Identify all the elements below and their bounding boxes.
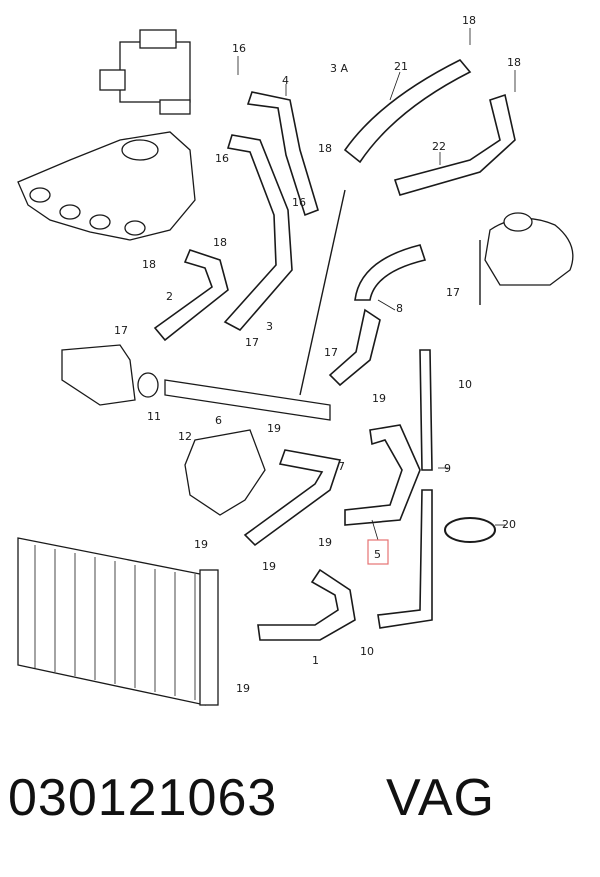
part-number: 030121063 bbox=[8, 769, 278, 827]
callout-5-box: 5 bbox=[374, 548, 381, 561]
callout-18d: 18 bbox=[213, 236, 227, 249]
callout-21: 21 bbox=[394, 60, 408, 73]
callout-16b: 16 bbox=[215, 152, 229, 165]
callout-18c: 18 bbox=[318, 142, 332, 155]
callout-18e: 18 bbox=[142, 258, 156, 271]
callout-19f: 19 bbox=[236, 682, 250, 695]
brand-name: VAG bbox=[386, 769, 495, 827]
water-pump-housing bbox=[184, 429, 266, 516]
callout-16c: 16 bbox=[292, 196, 306, 209]
callout-7: 7 bbox=[338, 460, 345, 473]
callout-19c: 19 bbox=[318, 536, 332, 549]
callout-2: 2 bbox=[166, 290, 173, 303]
callout-17c: 17 bbox=[324, 346, 338, 359]
hose-clamp-20 bbox=[444, 517, 496, 543]
coolant-hose-diagram: 1 2 3 3 A 4 5 6 7 8 9 10 10 11 12 16 16 … bbox=[17, 14, 574, 706]
expansion-tank bbox=[484, 212, 574, 286]
callout-18b: 18 bbox=[507, 56, 521, 69]
callout-1: 1 bbox=[312, 654, 319, 667]
callout-20: 20 bbox=[502, 518, 516, 531]
callout-3: 3 bbox=[266, 320, 273, 333]
callout-17a: 17 bbox=[114, 324, 128, 337]
engine-bracket bbox=[61, 344, 159, 406]
callout-9: 9 bbox=[444, 462, 451, 475]
hose-21 bbox=[343, 59, 472, 164]
hose-4 bbox=[246, 91, 319, 217]
callout-5-highlight bbox=[367, 539, 389, 565]
hose-7 bbox=[243, 449, 342, 547]
callout-12: 12 bbox=[178, 430, 192, 443]
callout-11: 11 bbox=[147, 410, 161, 423]
hose-1 bbox=[257, 568, 356, 641]
callout-3a: 3 A bbox=[330, 62, 348, 75]
callout-19a: 19 bbox=[372, 392, 386, 405]
radiator bbox=[17, 537, 219, 706]
carburetor bbox=[99, 29, 191, 115]
callout-19d: 19 bbox=[194, 538, 208, 551]
callout-17d: 17 bbox=[446, 286, 460, 299]
hoses bbox=[153, 59, 516, 641]
callout-6: 6 bbox=[215, 414, 222, 427]
leader-lines bbox=[237, 28, 516, 541]
hose-3 bbox=[223, 134, 293, 332]
callout-4: 4 bbox=[282, 74, 289, 87]
callout-18a: 18 bbox=[462, 14, 476, 27]
callout-10b: 10 bbox=[360, 645, 374, 658]
callout-22: 22 bbox=[432, 140, 446, 153]
callout-labels: 1 2 3 3 A 4 5 6 7 8 9 10 10 11 12 16 16 … bbox=[114, 14, 521, 695]
breather-line bbox=[299, 189, 346, 396]
hose-2 bbox=[153, 249, 229, 342]
hose-8 bbox=[328, 244, 427, 387]
callout-17b: 17 bbox=[245, 336, 259, 349]
hose-5 bbox=[344, 424, 421, 526]
hose-22 bbox=[393, 93, 516, 196]
intake-manifold bbox=[17, 131, 196, 241]
callout-16a: 16 bbox=[232, 42, 246, 55]
callout-10a: 10 bbox=[458, 378, 472, 391]
hose-9 bbox=[377, 349, 433, 629]
callout-19b: 19 bbox=[267, 422, 281, 435]
coolant-pipe bbox=[164, 379, 331, 421]
callout-19e: 19 bbox=[262, 560, 276, 573]
callout-8: 8 bbox=[396, 302, 403, 315]
